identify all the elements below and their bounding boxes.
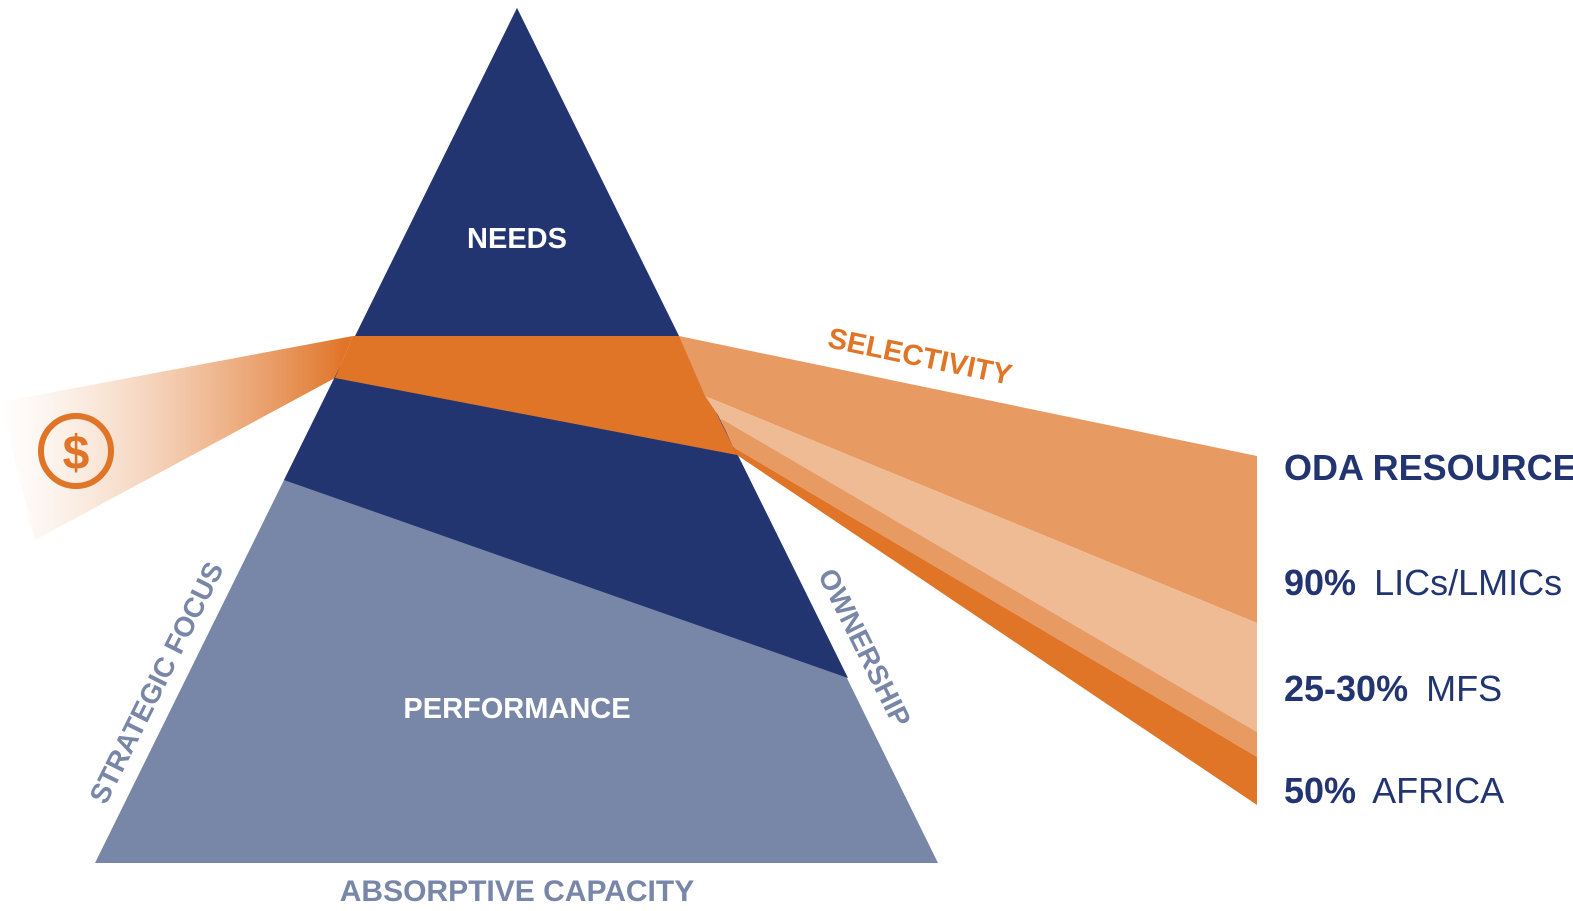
legend-item-africa: 50% AFRICA bbox=[1284, 770, 1504, 811]
fan-lics-lmics bbox=[705, 396, 1257, 732]
dollar-icon: $ bbox=[38, 413, 114, 489]
legend-item-lics-lmics: 90% LICs/LMICs bbox=[1284, 562, 1562, 603]
fan-oda-resources bbox=[679, 336, 1257, 623]
performance-label: PERFORMANCE bbox=[403, 693, 630, 725]
legend-item-value: 25-30% bbox=[1284, 668, 1408, 709]
fan-africa bbox=[733, 447, 1257, 805]
legend-item-text: LICs/LMICs bbox=[1374, 562, 1562, 603]
legend-title: ODA RESOURCES bbox=[1284, 447, 1573, 488]
incoming-beam bbox=[0, 336, 353, 540]
legend-item-text: AFRICA bbox=[1372, 770, 1504, 811]
legend-item-text: MFS bbox=[1426, 668, 1502, 709]
legend-item-value: 50% bbox=[1284, 770, 1356, 811]
needs-label: NEEDS bbox=[467, 223, 567, 255]
legend-item-value: 90% bbox=[1284, 562, 1356, 603]
absorptive-capacity-label: ABSORPTIVE CAPACITY bbox=[340, 875, 694, 908]
fan-mfs bbox=[720, 418, 1257, 757]
dollar-symbol: $ bbox=[63, 427, 90, 480]
beam-band bbox=[335, 336, 737, 455]
legend-item-mfs: 25-30% MFS bbox=[1284, 668, 1502, 709]
